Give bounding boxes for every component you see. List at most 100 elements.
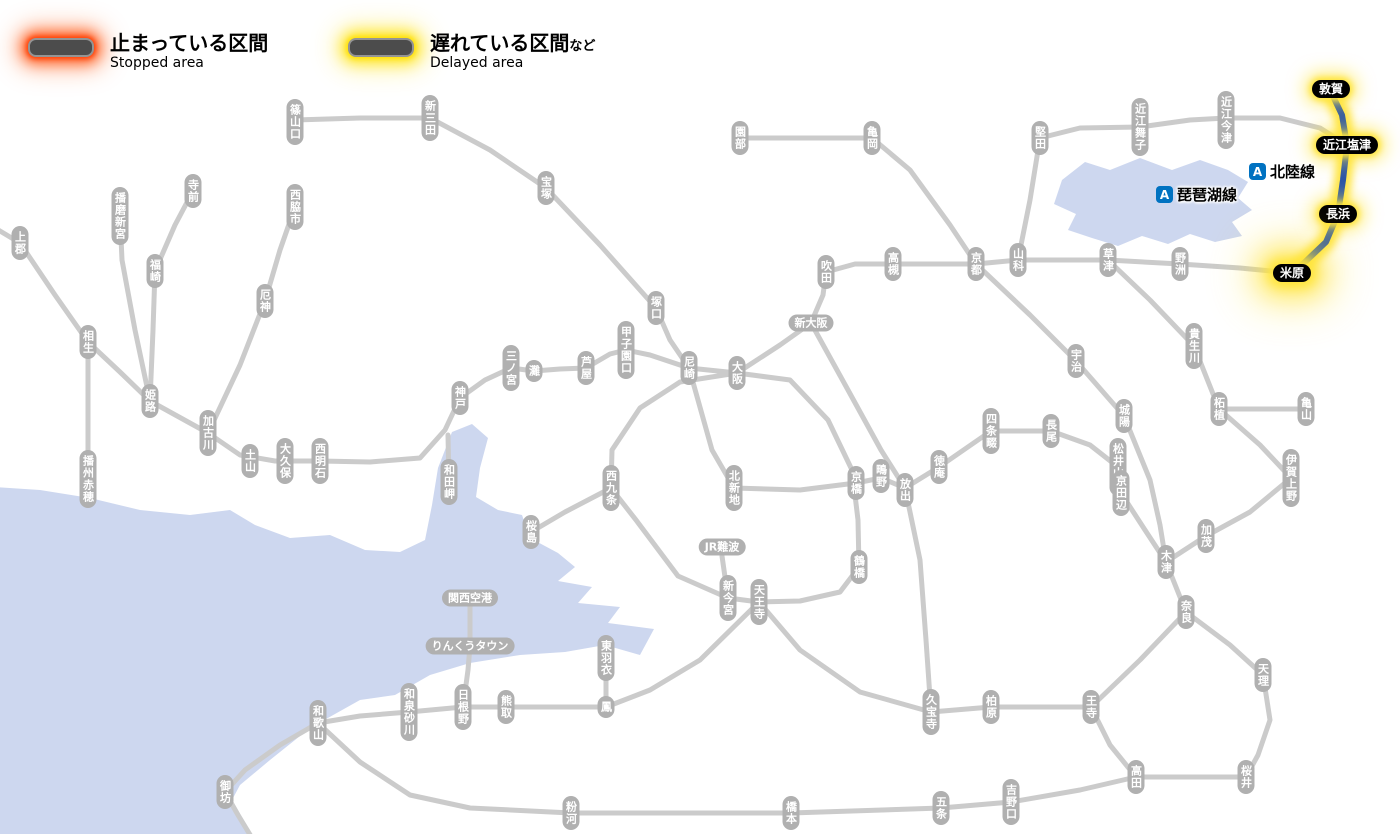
- station-貴生川[interactable]: 貴生川: [1185, 323, 1203, 369]
- station-粉河[interactable]: 粉河: [562, 796, 580, 830]
- sea-osaka-bay: [0, 424, 654, 834]
- station-近江今津[interactable]: 近江今津: [1217, 91, 1235, 149]
- station-大久保[interactable]: 大久保: [276, 438, 294, 484]
- station-吉野口[interactable]: 吉野口: [1002, 779, 1020, 825]
- station-高田[interactable]: 高田: [1127, 760, 1145, 794]
- station-土山[interactable]: 土山: [241, 444, 259, 478]
- station-東羽衣[interactable]: 東羽衣: [597, 635, 615, 681]
- station-関西空港[interactable]: 関西空港: [442, 589, 498, 607]
- station-天理[interactable]: 天理: [1254, 658, 1272, 692]
- station-宇治[interactable]: 宇治: [1067, 344, 1085, 378]
- rail-line-kusatsu-line: [1105, 257, 1222, 412]
- station-木津[interactable]: 木津: [1157, 545, 1175, 579]
- station-敦賀[interactable]: 敦賀: [1311, 80, 1351, 98]
- station-野洲[interactable]: 野洲: [1171, 247, 1189, 281]
- station-城陽[interactable]: 城陽: [1115, 399, 1133, 433]
- station-灘[interactable]: 灘: [525, 360, 543, 382]
- station-長浜[interactable]: 長浜: [1318, 205, 1358, 223]
- station-西九条[interactable]: 西九条: [602, 465, 620, 511]
- station-新大阪[interactable]: 新大阪: [788, 314, 834, 332]
- station-西脇市[interactable]: 西脇市: [286, 184, 304, 230]
- station-天王寺[interactable]: 天王寺: [750, 579, 768, 625]
- station-桜井[interactable]: 桜井: [1237, 760, 1255, 794]
- station-新今宮[interactable]: 新今宮: [719, 575, 737, 621]
- station-厄神[interactable]: 厄神: [256, 284, 274, 318]
- station-西明石[interactable]: 西明石: [311, 438, 329, 484]
- legend-stopped: 止まっている区間 Stopped area: [28, 32, 268, 73]
- station-堅田[interactable]: 堅田: [1031, 121, 1049, 155]
- station-御坊[interactable]: 御坊: [216, 775, 234, 809]
- station-和泉砂川[interactable]: 和泉砂川: [400, 683, 418, 741]
- station-伊賀上野[interactable]: 伊賀上野: [1282, 449, 1300, 507]
- station-りんくうタウン[interactable]: りんくうタウン: [425, 637, 515, 655]
- station-京田辺[interactable]: 京田辺: [1112, 470, 1130, 516]
- station-亀山[interactable]: 亀山: [1297, 392, 1315, 426]
- station-橋本[interactable]: 橋本: [782, 796, 800, 830]
- station-和歌山[interactable]: 和歌山: [309, 700, 327, 746]
- station-米原[interactable]: 米原: [1272, 264, 1312, 282]
- station-柘植[interactable]: 柘植: [1210, 392, 1228, 426]
- station-甲子園口[interactable]: 甲子園口: [617, 321, 635, 379]
- station-久宝寺[interactable]: 久宝寺: [922, 689, 940, 735]
- station-京橋[interactable]: 京橋: [847, 466, 865, 500]
- station-塚口[interactable]: 塚口: [647, 291, 665, 325]
- lake-biwa: [1054, 158, 1252, 246]
- station-草津[interactable]: 草津: [1099, 243, 1117, 277]
- station-尼崎[interactable]: 尼崎: [680, 351, 698, 385]
- station-北新地[interactable]: 北新地: [725, 465, 743, 511]
- station-四条畷[interactable]: 四条畷: [982, 408, 1000, 454]
- station-鳳[interactable]: 鳳: [597, 696, 615, 718]
- station-寺前[interactable]: 寺前: [184, 174, 202, 208]
- station-京都[interactable]: 京都: [967, 247, 985, 281]
- station-近江塩津[interactable]: 近江塩津: [1315, 136, 1379, 154]
- station-桜島[interactable]: 桜島: [522, 515, 540, 549]
- station-五条[interactable]: 五条: [932, 791, 950, 825]
- station-鴫野[interactable]: 鴫野: [872, 459, 890, 493]
- legend-delayed-label: 遅れている区間: [430, 31, 570, 55]
- station-大阪[interactable]: 大阪: [728, 356, 746, 390]
- station-熊取[interactable]: 熊取: [497, 690, 515, 724]
- station-奈良[interactable]: 奈良: [1177, 595, 1195, 629]
- line-symbol-badge: A: [1156, 186, 1173, 203]
- station-播磨新宮[interactable]: 播磨新宮: [111, 187, 129, 245]
- station-上郡[interactable]: 上郡: [11, 226, 29, 260]
- station-JR難波[interactable]: JR難波: [698, 538, 746, 556]
- station-鶴橋[interactable]: 鶴橋: [850, 550, 868, 584]
- station-柏原[interactable]: 柏原: [982, 690, 1000, 724]
- station-放出[interactable]: 放出: [896, 473, 914, 507]
- station-近江舞子[interactable]: 近江舞子: [1131, 98, 1149, 156]
- legend-stopped-sublabel: Stopped area: [110, 55, 204, 71]
- legend-delayed: 遅れている区間など Delayed area: [348, 32, 595, 73]
- station-神戸[interactable]: 神戸: [451, 381, 469, 415]
- station-相生[interactable]: 相生: [79, 325, 97, 359]
- highlight-group[interactable]: [1283, 83, 1356, 282]
- station-徳庵[interactable]: 徳庵: [930, 450, 948, 484]
- station-日根野[interactable]: 日根野: [454, 684, 472, 730]
- station-亀岡[interactable]: 亀岡: [863, 121, 881, 155]
- station-王寺[interactable]: 王寺: [1082, 690, 1100, 724]
- station-長尾[interactable]: 長尾: [1042, 414, 1060, 448]
- station-篠山口[interactable]: 篠山口: [286, 99, 304, 145]
- legend-delayed-sublabel: Delayed area: [430, 55, 524, 71]
- rail-line-oji-nara: [1088, 609, 1189, 710]
- station-加古川[interactable]: 加古川: [199, 410, 217, 456]
- station-吹田[interactable]: 吹田: [817, 255, 835, 289]
- station-和田岬[interactable]: 和田岬: [440, 459, 458, 505]
- rail-line-yamatoji-line: [756, 599, 1094, 715]
- station-姫路[interactable]: 姫路: [141, 384, 159, 418]
- highlighted-section-hokuriku-biwako-highlight[interactable]: [1289, 89, 1350, 276]
- station-山科[interactable]: 山科: [1009, 243, 1027, 277]
- station-三ノ宮[interactable]: 三ノ宮: [502, 345, 520, 391]
- station-新三田[interactable]: 新三田: [421, 95, 439, 141]
- station-加茂[interactable]: 加茂: [1197, 519, 1215, 553]
- station-播州赤穂[interactable]: 播州赤穂: [79, 450, 97, 508]
- station-芦屋[interactable]: 芦屋: [577, 351, 595, 385]
- station-園部[interactable]: 園部: [731, 121, 749, 155]
- station-宝塚[interactable]: 宝塚: [537, 171, 555, 205]
- station-高槻[interactable]: 高槻: [884, 247, 902, 281]
- station-福崎[interactable]: 福崎: [146, 254, 164, 288]
